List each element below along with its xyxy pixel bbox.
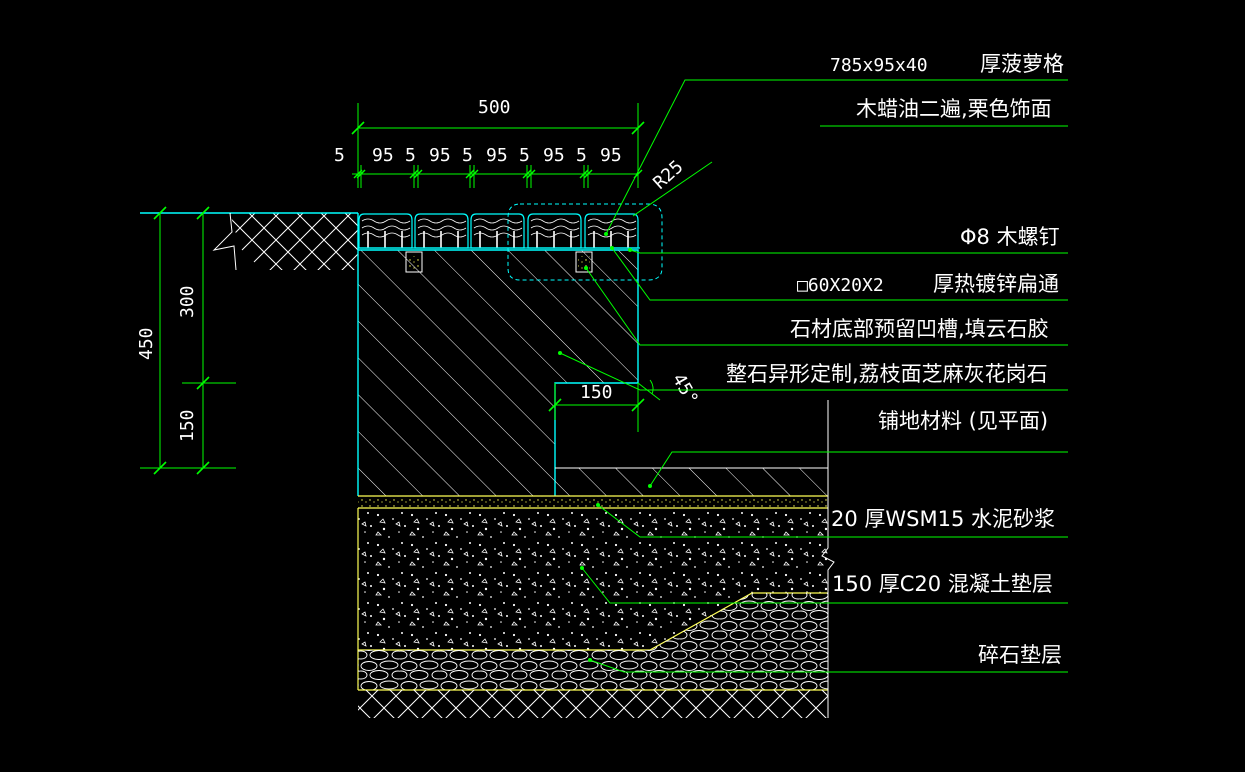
seg-label: 5 <box>576 145 587 166</box>
seg-label: 95 <box>372 145 394 166</box>
dim-450: 450 <box>136 327 157 360</box>
seg-label: 95 <box>429 145 451 166</box>
break-line-right <box>821 400 835 718</box>
seg-label: 95 <box>600 145 622 166</box>
label-pineapple-size: 785x95x40 <box>830 55 928 76</box>
segment-labels: 5 95 5 95 5 95 5 95 5 95 <box>334 145 622 166</box>
radius-leader <box>632 161 713 217</box>
dim-150-vertical: 150 <box>177 409 198 442</box>
granite-body <box>357 213 828 496</box>
leader-dots <box>558 232 652 662</box>
label-concrete: 150 厚C20 混凝土垫层 <box>832 572 1053 596</box>
mortar-layer <box>358 495 828 509</box>
label-flat-tube-name: 厚热镀锌扁通 <box>933 272 1059 296</box>
seg-label: 5 <box>405 145 416 166</box>
dim-300: 300 <box>177 285 198 318</box>
step-dimension <box>548 383 645 432</box>
seg-label: 5 <box>462 145 473 166</box>
dim-500: 500 <box>478 97 511 118</box>
label-groove: 石材底部预留凹槽,填云石胶 <box>790 317 1049 341</box>
upper-ground <box>140 212 358 271</box>
leader-lines <box>559 79 1068 673</box>
seg-label: 95 <box>543 145 565 166</box>
seg-label: 95 <box>486 145 508 166</box>
seg-label: 5 <box>334 145 345 166</box>
dim-150-step: 150 <box>580 382 613 403</box>
angle-label: 45° <box>668 370 702 409</box>
top-dimension <box>351 103 645 188</box>
wood-slats <box>358 213 640 249</box>
paving-layer <box>555 467 828 496</box>
label-granite: 整石异形定制,荔枝面芝麻灰花岗石 <box>726 362 1048 386</box>
radius-label: R25 <box>649 156 687 193</box>
base-earth <box>358 690 828 718</box>
label-pineapple-name: 厚菠萝格 <box>980 52 1064 76</box>
label-mortar: 20 厚WSM15 水泥砂浆 <box>831 507 1055 531</box>
label-wood-screw: Φ8 木螺钉 <box>960 225 1060 249</box>
label-gravel: 碎石垫层 <box>978 643 1062 667</box>
label-flat-tube-size: □60X20X2 <box>797 275 884 296</box>
detail-bubble <box>507 203 663 281</box>
angle-mark <box>637 379 661 401</box>
seg-label: 5 <box>519 145 530 166</box>
left-dimensions <box>140 206 236 475</box>
label-paving: 铺地材料 (见平面) <box>878 409 1048 433</box>
label-wax-finish: 木蜡油二遍,栗色饰面 <box>856 97 1052 121</box>
